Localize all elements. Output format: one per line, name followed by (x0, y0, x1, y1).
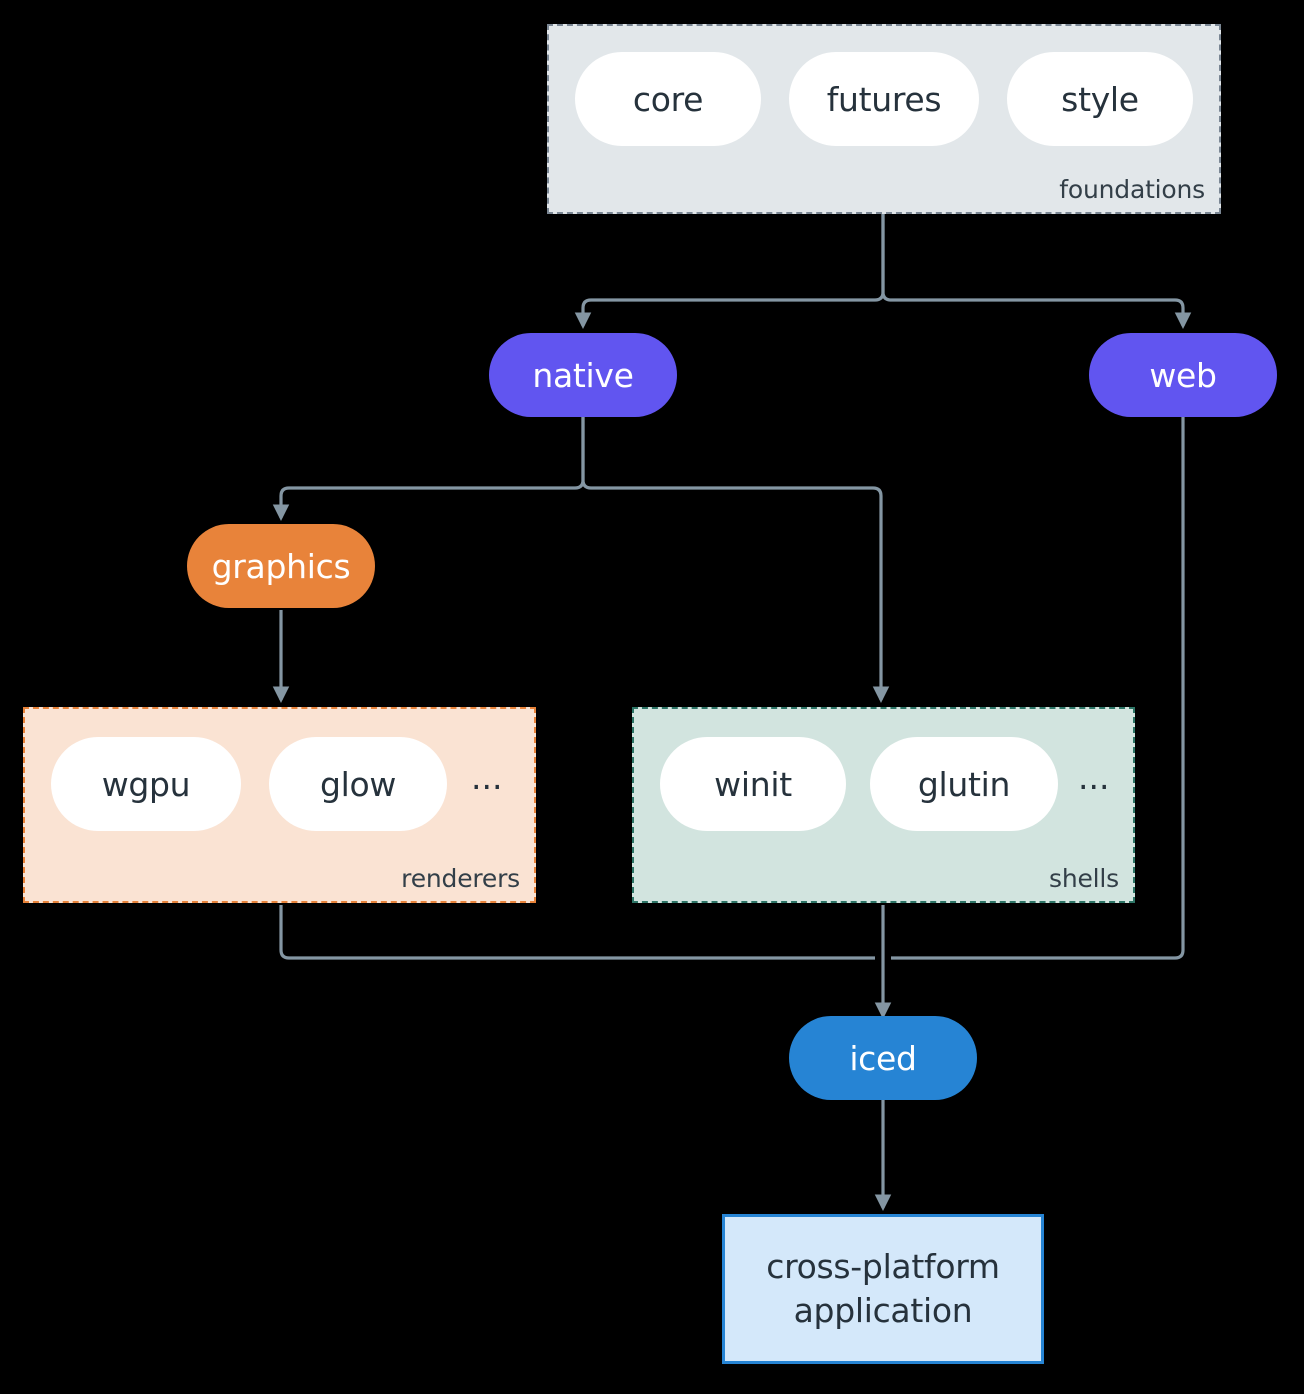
pill-wgpu[interactable]: wgpu (51, 737, 241, 831)
application-line-1: cross-platform (766, 1247, 1000, 1287)
renderers-more-ellipsis: ... (471, 758, 503, 798)
pill-winit[interactable]: winit (660, 737, 846, 831)
group-shells-label: shells (1049, 864, 1119, 893)
application-line-2: application (793, 1291, 973, 1330)
node-iced[interactable]: iced (789, 1016, 977, 1100)
pill-glutin[interactable]: glutin (870, 737, 1058, 831)
pill-glow-label: glow (319, 764, 397, 804)
pill-futures[interactable]: futures (789, 52, 979, 146)
group-shells: winit glutin ... shells (632, 707, 1135, 903)
pill-winit-label: winit (714, 764, 792, 804)
node-web[interactable]: web (1089, 333, 1277, 417)
node-cross-platform-application[interactable]: cross-platform application (722, 1214, 1044, 1364)
node-native[interactable]: native (489, 333, 677, 417)
node-graphics[interactable]: graphics (187, 524, 375, 608)
group-renderers-label: renderers (401, 864, 520, 893)
pill-core[interactable]: core (575, 52, 761, 146)
edge-foundations-to-web (881, 214, 1192, 329)
pill-style[interactable]: style (1007, 52, 1193, 146)
pill-core-label: core (632, 79, 704, 119)
edge-native-to-shells (581, 417, 890, 703)
edge-foundations-to-native (574, 214, 885, 329)
pill-style-label: style (1061, 79, 1139, 119)
node-web-label: web (1149, 355, 1217, 395)
pill-futures-label: futures (826, 79, 942, 119)
shells-more-ellipsis: ... (1078, 758, 1110, 798)
pill-glow[interactable]: glow (269, 737, 447, 831)
edge-native-to-graphics (272, 417, 585, 521)
edge-renderers-to-iced (279, 905, 875, 960)
group-foundations-label: foundations (1059, 175, 1205, 204)
node-graphics-label: graphics (211, 546, 351, 586)
pill-glutin-label: glutin (917, 764, 1011, 804)
group-renderers: wgpu glow ... renderers (23, 707, 536, 903)
node-iced-label: iced (849, 1038, 917, 1078)
node-native-label: native (532, 355, 634, 395)
pill-wgpu-label: wgpu (101, 764, 191, 804)
group-foundations: core futures style foundations (547, 24, 1221, 214)
